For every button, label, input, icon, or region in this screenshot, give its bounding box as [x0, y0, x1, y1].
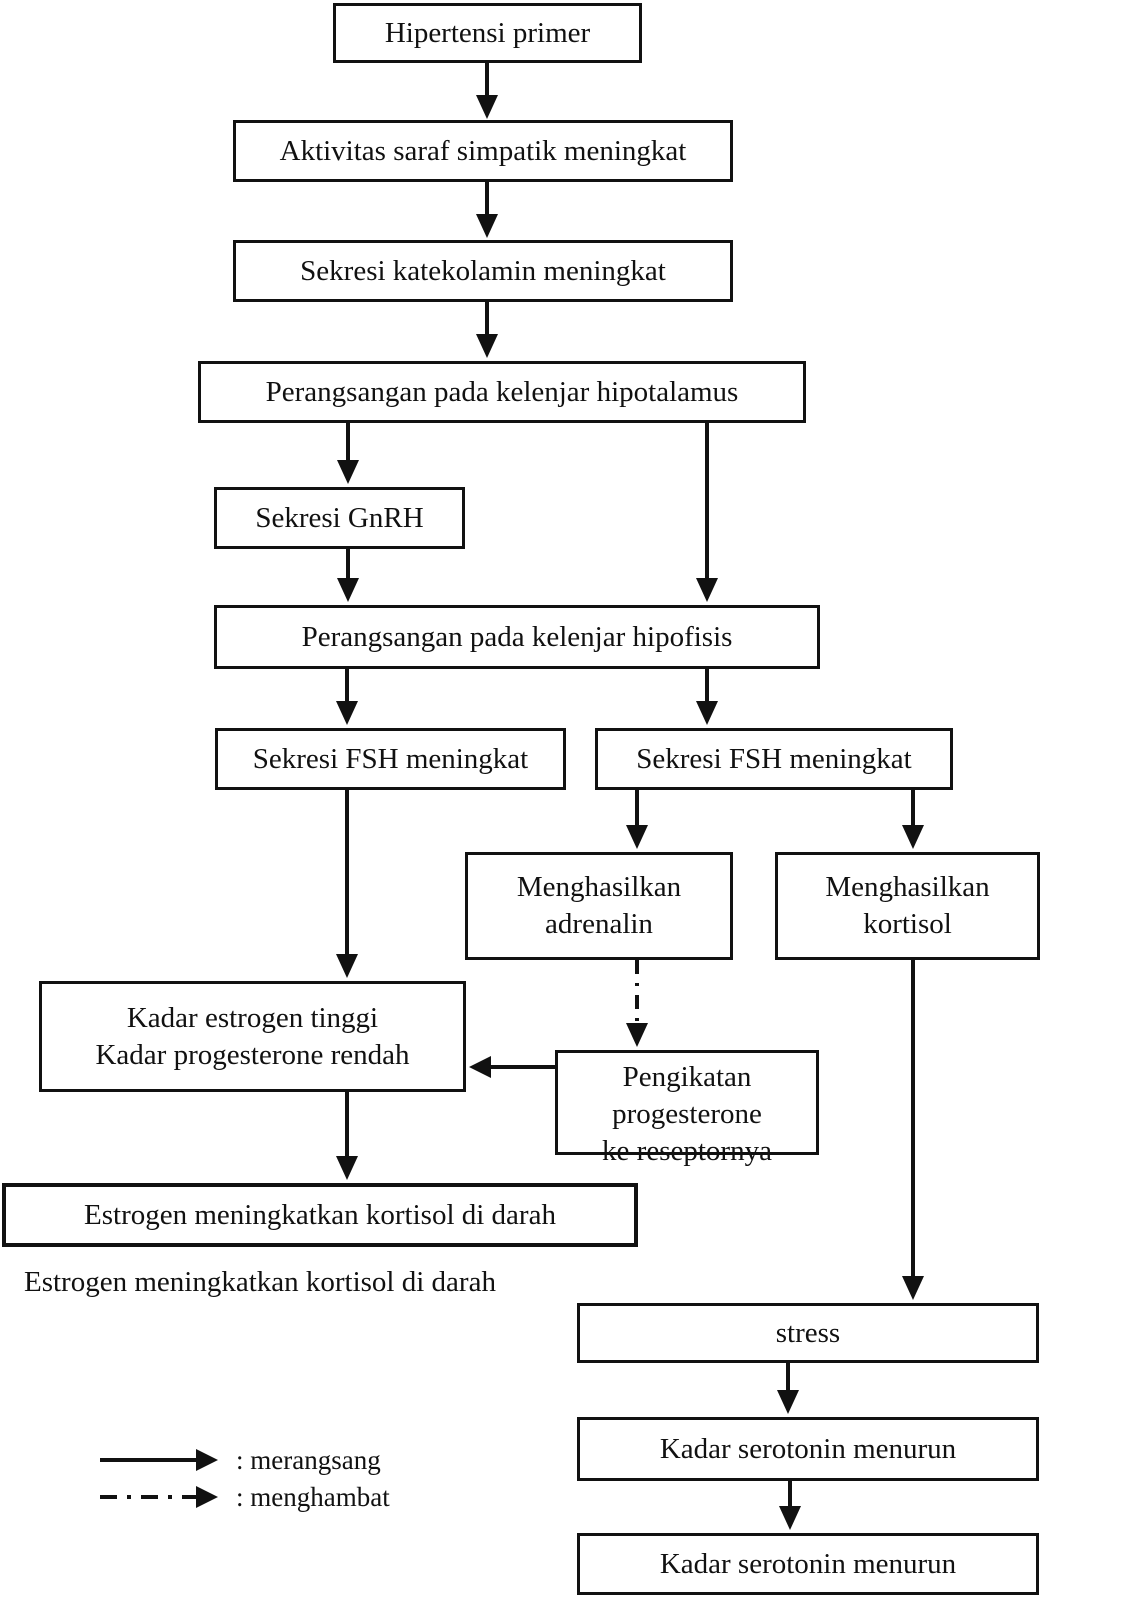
arrow-fsh-left-to-kadar-estrogen [336, 790, 358, 978]
node-stress: stress [577, 1303, 1039, 1363]
node-label: Sekresi katekolamin meningkat [300, 254, 666, 287]
arrow-hipofisis-to-fsh-right [696, 669, 718, 725]
arrow-gnrh-to-hipofisis [337, 549, 359, 602]
node-label: Kadar serotonin menurun [659, 1432, 957, 1465]
legend-merangsang-label: : merangsang [236, 1445, 381, 1475]
node-label: Kadar serotonin menurun [659, 1547, 957, 1580]
node-menghasilkan-adrenalin: Menghasilkan adrenalin [465, 852, 733, 960]
node-fsh-left: Sekresi FSH meningkat [215, 728, 566, 790]
node-label: Aktivitas saraf simpatik meningkat [279, 134, 687, 167]
node-label-line2: progesterone [612, 1098, 762, 1130]
node-label: Perangsangan pada kelenjar hipofisis [301, 620, 733, 653]
arrow-aktivitas-to-katekolamin [476, 182, 498, 238]
node-label: Perangsangan pada kelenjar hipotalamus [265, 375, 739, 408]
legend-dashdot-arrow [100, 1486, 218, 1508]
arrow-hipofisis-to-fsh-left [336, 669, 358, 725]
node-label: Sekresi GnRH [255, 501, 424, 534]
arrow-kadar-estrogen-to-estrogen-boxed [336, 1092, 358, 1180]
node-serotonin-2: Kadar serotonin menurun [577, 1533, 1039, 1595]
node-label: Menghasilkan kortisol [825, 871, 990, 940]
node-sekresi-gnrh: Sekresi GnRH [214, 487, 465, 549]
node-kadar-estrogen: Kadar estrogen tinggi Kadar progesterone… [39, 981, 466, 1092]
node-menghasilkan-kortisol: Menghasilkan kortisol [775, 852, 1040, 960]
arrow-kortisol-to-stress [902, 960, 924, 1300]
node-label-line3: ke reseptornya [602, 1135, 772, 1167]
node-label-line1: Pengikatan [622, 1061, 752, 1093]
legend-menghambat-label: : menghambat [236, 1482, 390, 1512]
node-label: Hipertensi primer [384, 16, 591, 49]
arrow-stress-to-serotonin-1 [777, 1363, 799, 1414]
node-pengikatan-progesterone: Pengikatan progesterone ke reseptornya [555, 1050, 819, 1167]
arrow-adrenalin-to-pengikatan-dashdot [626, 960, 648, 1047]
node-estrogen-kortisol-boxed: Estrogen meningkatkan kortisol di darah [2, 1183, 638, 1247]
arrow-hipertensi-to-aktivitas [476, 63, 498, 119]
node-sekresi-katekolamin: Sekresi katekolamin meningkat [233, 240, 733, 302]
node-aktivitas-saraf: Aktivitas saraf simpatik meningkat [233, 120, 733, 182]
text-estrogen-kortisol-plain: Estrogen meningkatkan kortisol di darah [24, 1266, 496, 1298]
node-label-line1: Kadar estrogen tinggi [126, 1001, 379, 1034]
arrow-hipotalamus-to-gnrh [337, 423, 359, 484]
node-kelenjar-hipofisis: Perangsangan pada kelenjar hipofisis [214, 605, 820, 669]
node-label: Menghasilkan adrenalin [516, 871, 682, 940]
node-label: Estrogen meningkatkan kortisol di darah [84, 1198, 556, 1231]
node-kelenjar-hipotalamus: Perangsangan pada kelenjar hipotalamus [198, 361, 806, 423]
node-label-line2: Kadar progesterone rendah [95, 1038, 410, 1071]
node-fsh-right: Sekresi FSH meningkat [595, 728, 953, 790]
node-serotonin-1: Kadar serotonin menurun [577, 1417, 1039, 1481]
node-label: Sekresi FSH meningkat [636, 742, 912, 775]
node-label: Sekresi FSH meningkat [252, 742, 529, 775]
arrow-fsh-right-to-adrenalin [626, 790, 648, 849]
arrow-hipotalamus-to-hipofisis [696, 423, 718, 602]
arrow-katekolamin-to-hipotalamus [476, 302, 498, 358]
node-label: stress [775, 1316, 841, 1349]
arrow-serotonin-1-to-serotonin-2 [779, 1481, 801, 1530]
arrow-fsh-right-to-kortisol [902, 790, 924, 849]
arrow-pengikatan-to-kadar-estrogen [469, 1056, 555, 1078]
legend-solid-arrow [100, 1449, 218, 1471]
node-hipertensi-primer: Hipertensi primer [333, 3, 642, 63]
